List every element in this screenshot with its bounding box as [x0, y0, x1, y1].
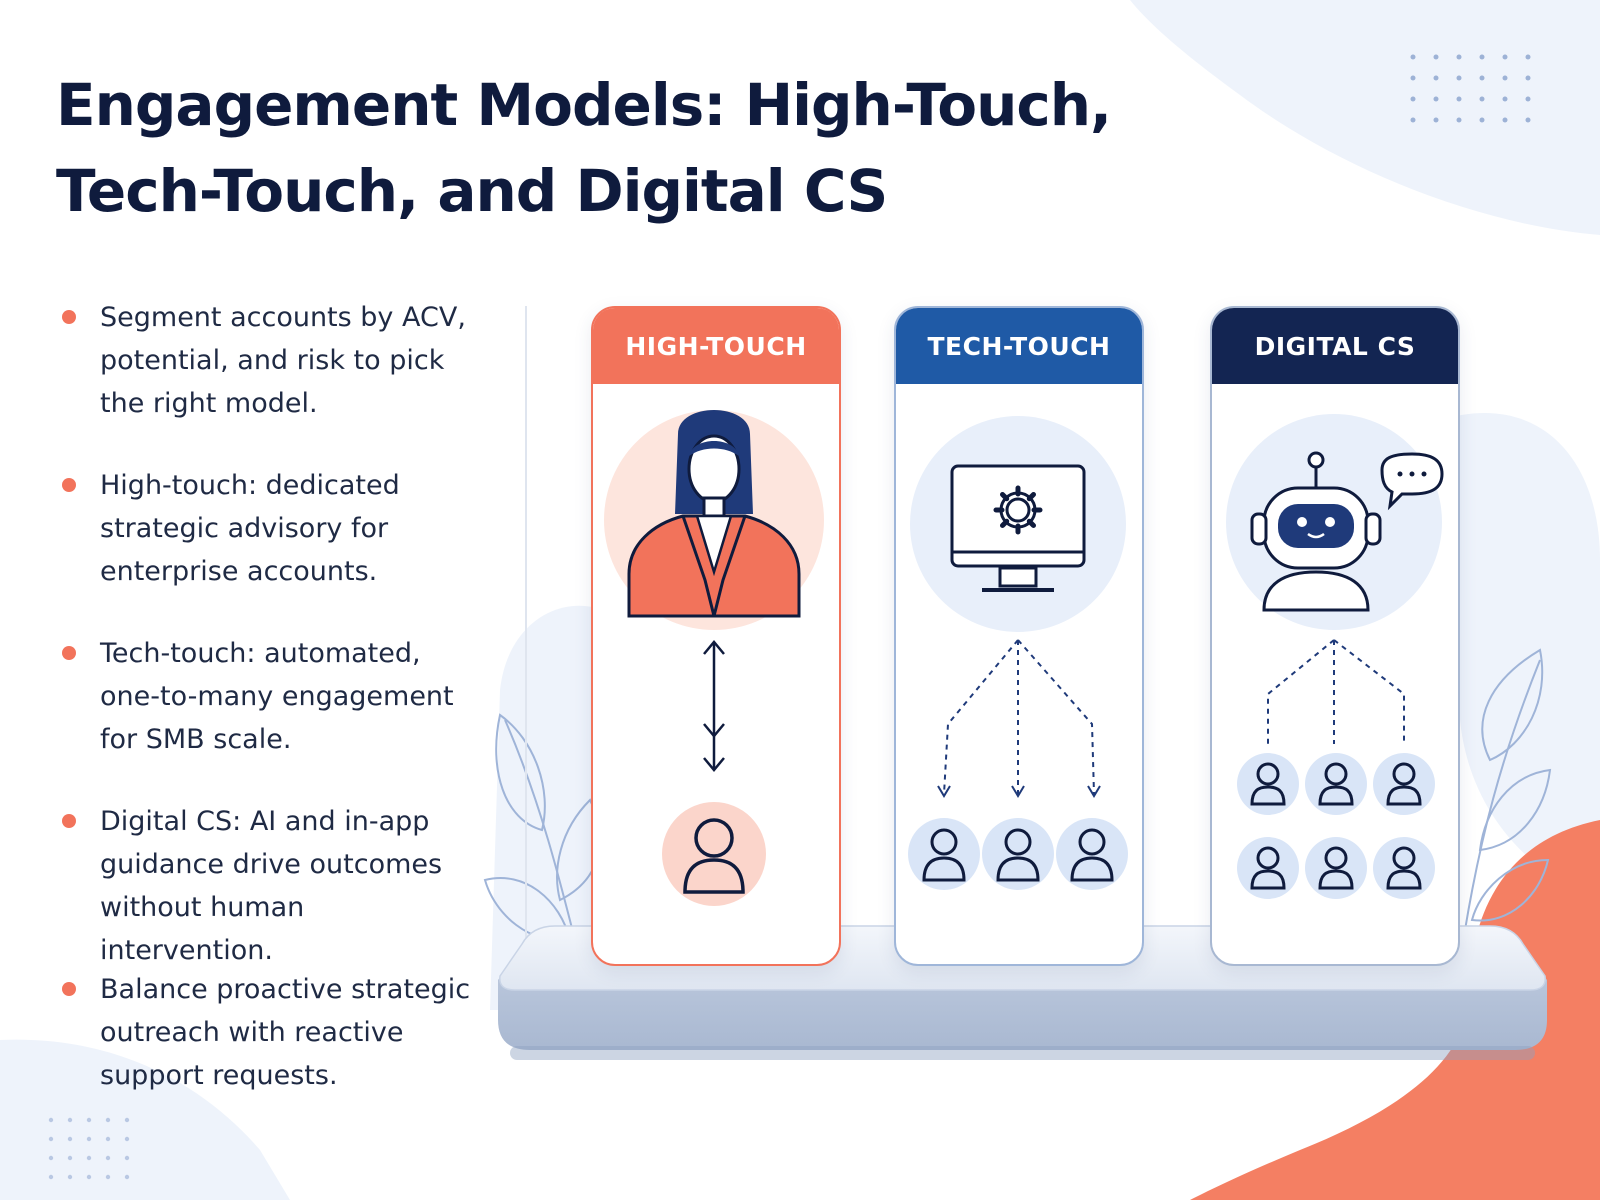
- bullet-dot-icon: [62, 814, 76, 828]
- digital-cs-illustration: [1226, 414, 1444, 899]
- bullet-dot-icon: [62, 646, 76, 660]
- customer-grid-icon: [1237, 753, 1435, 899]
- robot-chat-icon: [1250, 451, 1444, 612]
- card-header-digital-cs: DIGITAL CS: [1212, 308, 1458, 384]
- card-header-high-touch: HIGH-TOUCH: [593, 308, 839, 384]
- bullet-item: Segment accounts by ACV, potential, and …: [56, 296, 476, 464]
- monitor-gear-icon: [950, 464, 1086, 592]
- bullet-item: High-touch: dedicated strategic advisory…: [56, 464, 476, 632]
- vertical-divider: [525, 306, 527, 946]
- bullet-list: Segment accounts by ACV, potential, and …: [56, 296, 476, 1136]
- card-header-tech-touch: TECH-TOUCH: [896, 308, 1142, 384]
- bullet-dot-icon: [62, 478, 76, 492]
- tech-touch-illustration: [908, 416, 1128, 890]
- bullet-text: High-touch: dedicated strategic advisory…: [100, 470, 400, 587]
- dashed-distribution-arrows: [943, 639, 1095, 795]
- bullet-item: Tech-touch: automated, one-to-many engag…: [56, 632, 476, 800]
- bullet-item: Balance proactive strategic outreach wit…: [56, 968, 476, 1136]
- leaf-right-icon: [1464, 648, 1552, 931]
- right-mid-blob: [1440, 412, 1600, 900]
- customer-group-icon: [908, 818, 1128, 890]
- high-touch-illustration: [604, 410, 824, 906]
- dot-grid-bottom-left: [48, 1117, 130, 1180]
- bullet-item: Digital CS: AI and in-app guidance drive…: [56, 800, 476, 968]
- business-woman-icon: [627, 410, 801, 618]
- dashed-distribution-lines: [1267, 639, 1405, 744]
- bullet-text: Digital CS: AI and in-app guidance drive…: [100, 806, 443, 966]
- customer-user-icon: [683, 818, 745, 894]
- left-bottom-blob: [0, 1039, 290, 1200]
- bullet-dot-icon: [62, 310, 76, 324]
- top-right-blob: [1130, 0, 1600, 235]
- card-digital-cs: DIGITAL CS: [1210, 306, 1460, 966]
- dot-grid-top-right: [1410, 54, 1531, 123]
- card-high-touch: HIGH-TOUCH: [591, 306, 841, 966]
- bullet-dot-icon: [62, 982, 76, 996]
- page-title: Engagement Models: High-Touch, Tech-Touc…: [56, 71, 1112, 225]
- bullet-text: Balance proactive strategic outreach wit…: [100, 974, 471, 1091]
- coral-blob: [1190, 820, 1600, 1200]
- bullet-text: Tech-touch: automated, one-to-many engag…: [100, 638, 454, 755]
- arrow-heads: [937, 785, 1101, 798]
- card-tech-touch: TECH-TOUCH: [894, 306, 1144, 966]
- two-way-arrow-icon: [703, 640, 725, 772]
- bullet-text: Segment accounts by ACV, potential, and …: [100, 302, 466, 419]
